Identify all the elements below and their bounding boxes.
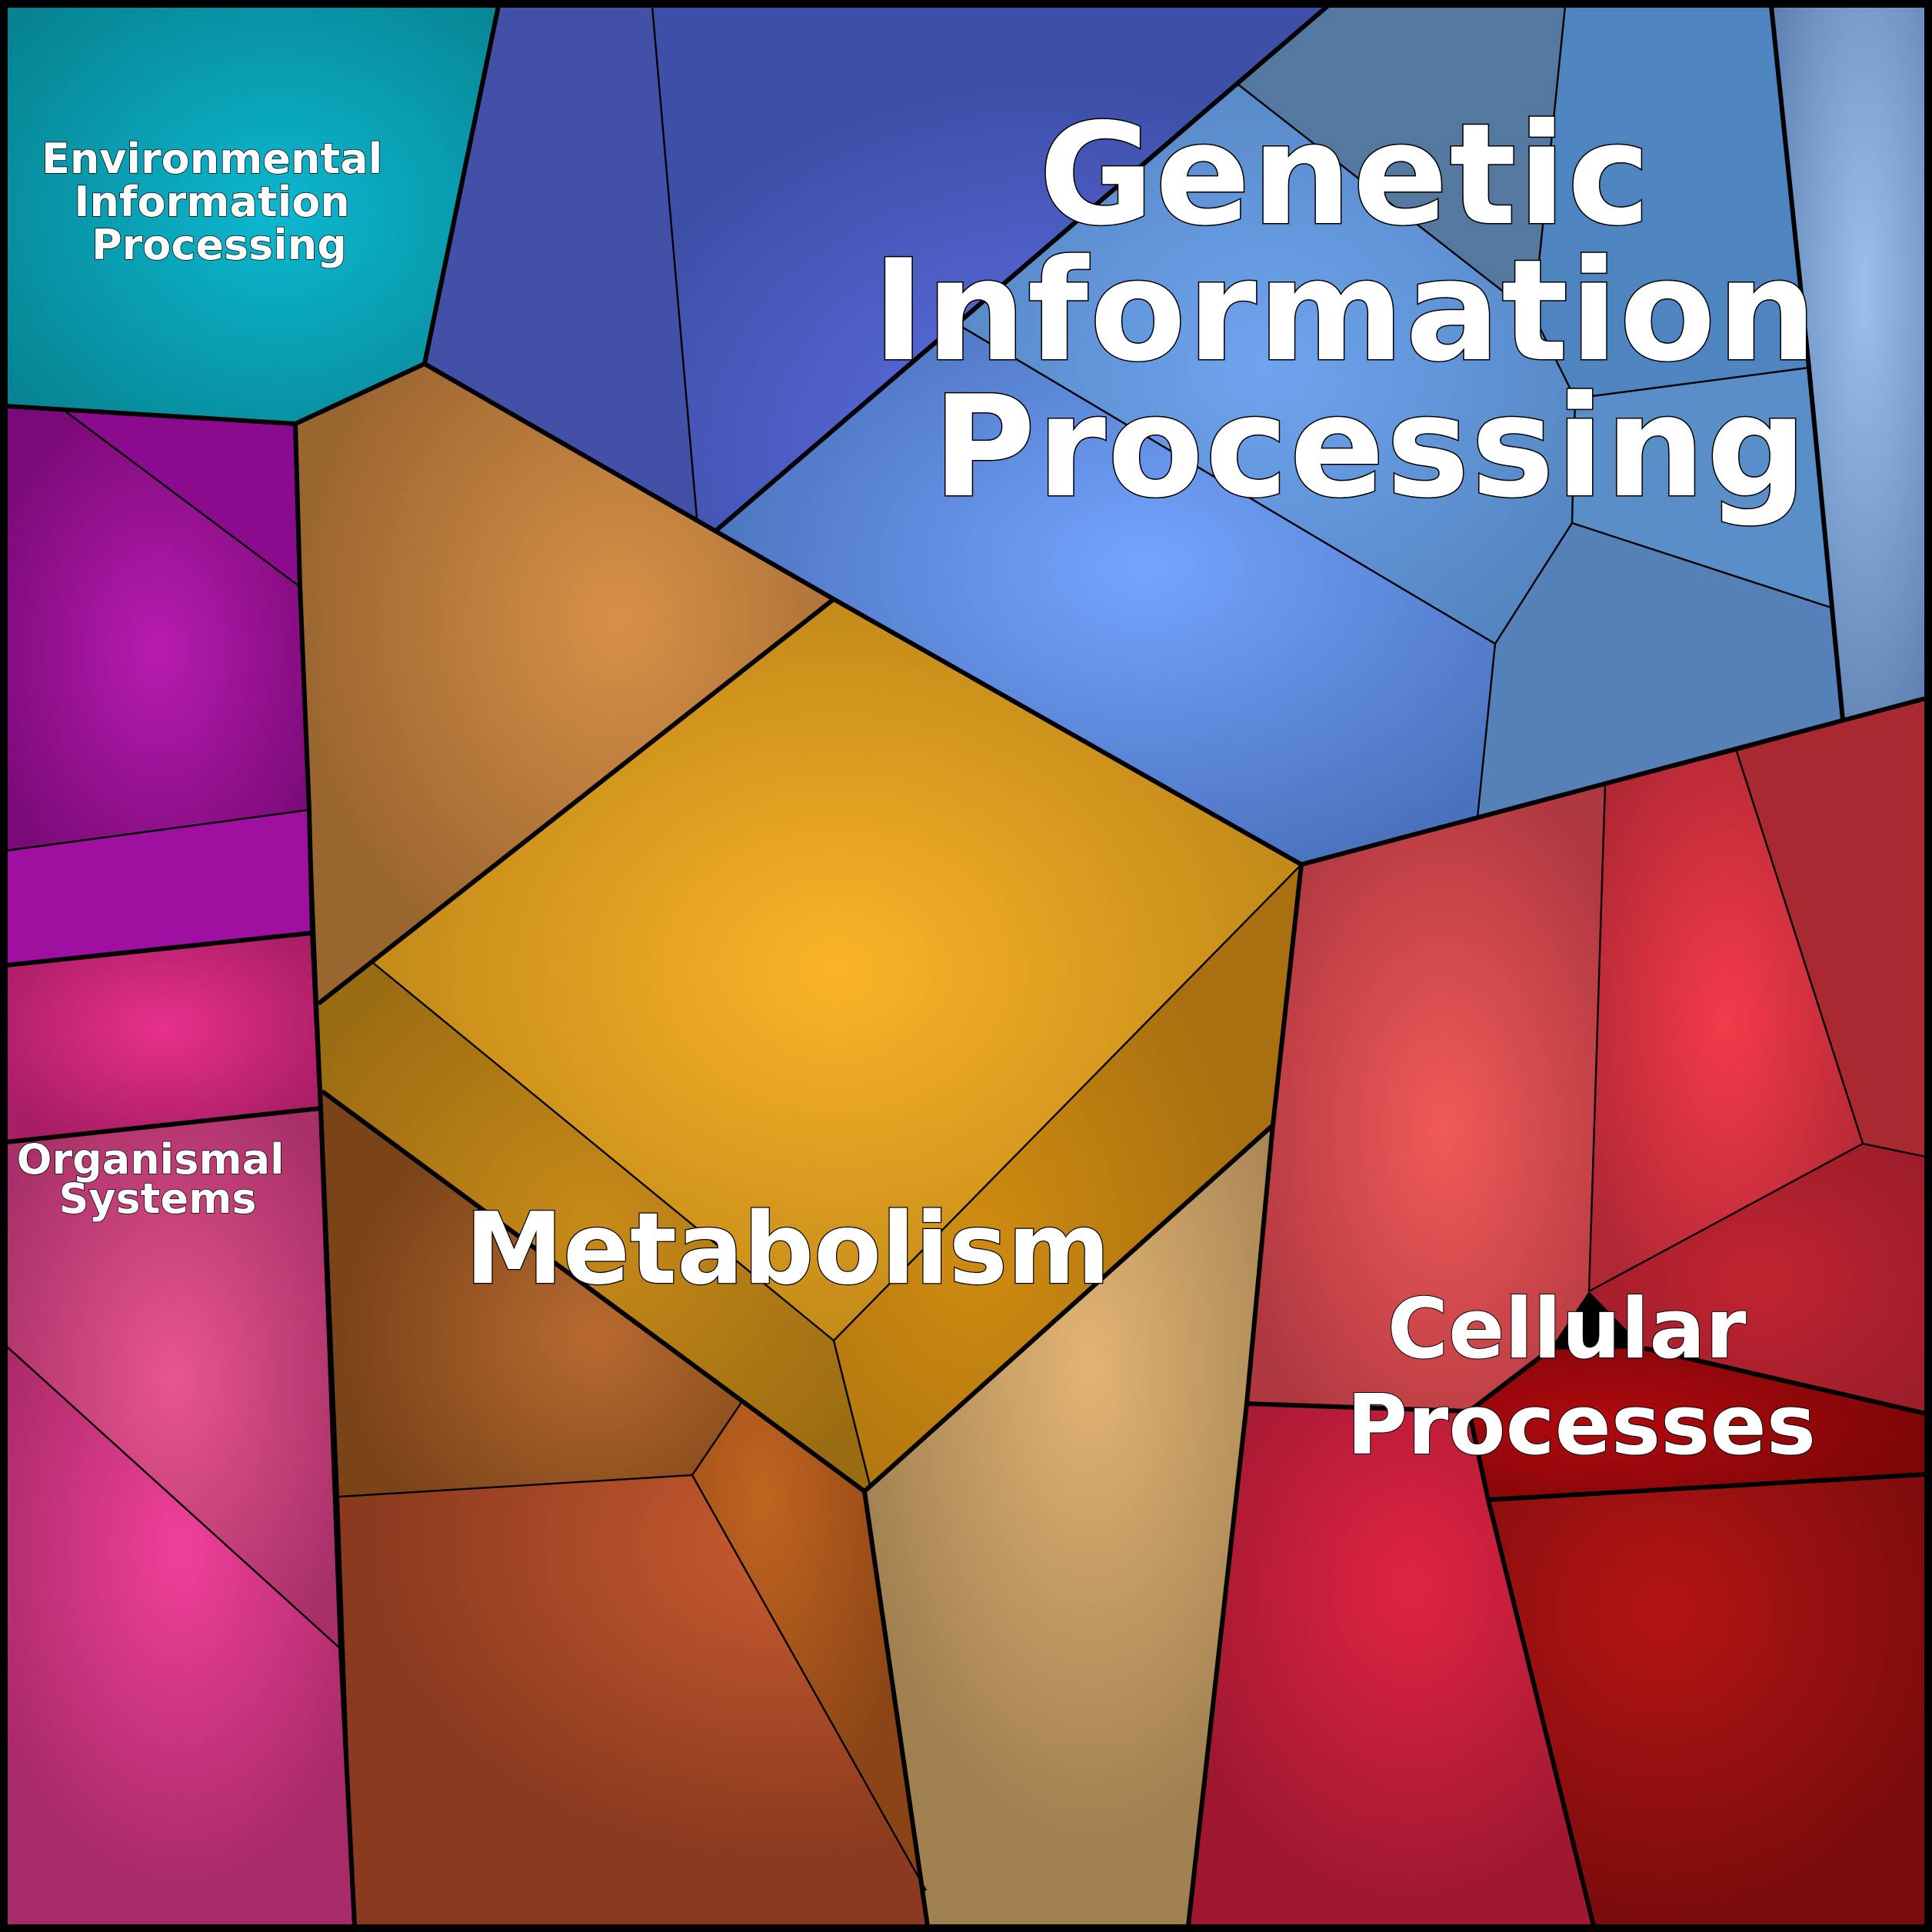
cell-organismal-mid: [6, 1108, 341, 1649]
cell-cellular-left: [1247, 785, 1605, 1411]
cell-metabolism-central: [372, 599, 1301, 1341]
cell-organismal-pink: [6, 933, 321, 1142]
label-cellular-line-2: Processes: [1347, 1377, 1816, 1474]
cell-cellular-right-lower: [1589, 1144, 1926, 1414]
label-organismal-line-2: Systems: [58, 1174, 256, 1223]
cell-cellular-dark-band: [1469, 1348, 1926, 1500]
cell-metabolism-rust: [339, 1475, 928, 1926]
cell-cellular-dark: [1488, 1474, 1926, 1926]
label-genetic: Genetic Information Processing: [872, 93, 1868, 528]
cell-genetic-right-mid: [1572, 368, 1831, 608]
label-organismal-line-1: Organismal: [17, 1135, 285, 1184]
cell-genetic-far-right: [1771, 6, 1926, 720]
cell-environmental: [6, 6, 498, 424]
region-environmental: [6, 6, 498, 424]
label-genetic-line-3: Processing: [933, 365, 1808, 528]
cell-organismal-purple-band: [6, 810, 312, 965]
region-genetic: [425, 6, 1926, 864]
cell-genetic-top: [652, 6, 1327, 530]
region-cellular: [1188, 698, 1926, 1926]
label-environmental: Environmental Information Processing: [42, 135, 397, 269]
cell-genetic-main: [717, 324, 1495, 864]
cell-metabolism-dark: [322, 1091, 742, 1497]
cell-cellular-crimson: [1188, 1404, 1594, 1926]
label-organismal: Organismal Systems: [17, 1135, 299, 1223]
cell-genetic-topright: [1238, 6, 1565, 315]
cell-metabolism-right: [834, 864, 1301, 1491]
label-metabolism: Metabolism: [465, 1192, 1111, 1307]
cell-cellular-right: [1737, 698, 1926, 1157]
cell-metabolism-tan: [864, 1125, 1273, 1926]
region-organismal: [6, 406, 355, 1926]
label-environmental-line-1: Environmental: [42, 135, 382, 183]
label-genetic-line-1: Genetic: [1039, 93, 1652, 256]
label-environmental-line-3: Processing: [92, 221, 347, 269]
label-cellular-line-1: Cellular: [1387, 1281, 1747, 1377]
label-genetic-line-2: Information: [872, 229, 1818, 392]
cell-genetic-upper-right: [1534, 6, 1809, 398]
minor-edges: [5, 5, 1927, 1891]
cell-cellular-mid: [1589, 751, 1863, 1291]
label-metabolism-line-1: Metabolism: [465, 1192, 1111, 1307]
label-environmental-line-2: Information: [74, 178, 349, 226]
cell-metabolism-lower: [318, 962, 871, 1491]
cell-genetic-left: [425, 6, 697, 518]
cell-organismal-bottom: [6, 1346, 355, 1926]
cell-genetic-upper-mid: [957, 85, 1575, 644]
label-cellular: Cellular Processes: [1347, 1281, 1816, 1474]
cell-organismal-top: [6, 406, 309, 851]
